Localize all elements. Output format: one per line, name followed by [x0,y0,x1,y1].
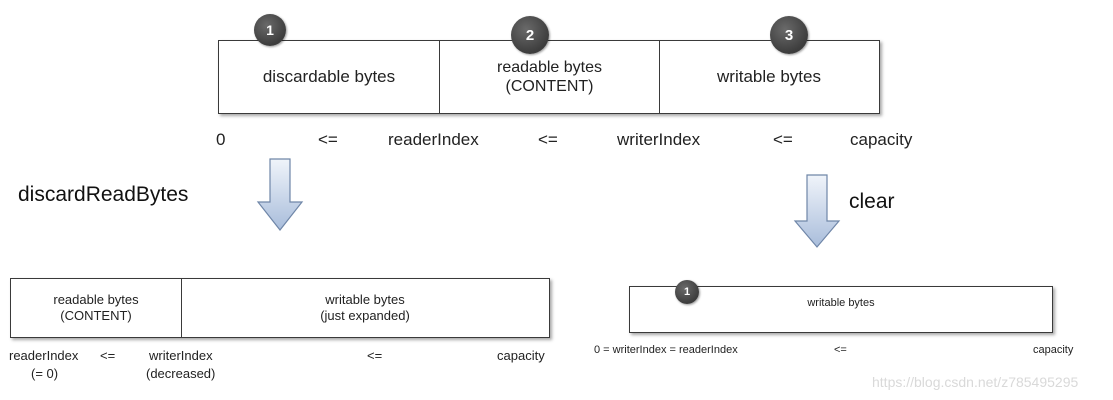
segment-readable-after-discard-sublabel: (CONTENT) [60,308,132,323]
right-index-le: <= [834,344,847,356]
left-index-reader: readerIndex [9,348,79,363]
segment-writable-after-clear-label: writable bytes [807,297,875,309]
index-le-2: <= [538,130,558,149]
segment-writable-after-discard: writable bytes (just expanded) [181,279,548,337]
left-index-reader-sub: (= 0) [31,366,59,381]
index-writer: writerIndex [617,130,701,149]
index-le-3: <= [773,130,793,149]
segment-writable: writable bytes [659,41,878,113]
segment-writable-after-clear: writable bytes [630,287,1052,332]
segment-discardable-label: discardable bytes [262,66,396,86]
segment-writable-label: writable bytes [717,66,821,86]
left-index-writer-sub: (decreased) [146,366,216,381]
left-index-capacity: capacity [497,348,545,363]
index-reader: readerIndex [388,130,479,149]
buffer-after-discard: readable bytes (CONTENT) writable bytes … [10,278,550,338]
operation-discard-read-bytes: discardReadBytes [18,183,189,206]
left-index-writer: writerIndex [149,348,213,363]
segment-writable-after-discard-label: writable bytes [325,292,405,308]
segment-readable-sublabel: (CONTENT) [505,78,594,95]
badge-2: 2 [511,16,549,54]
badge-1: 1 [254,14,286,46]
down-arrow-icon-left [256,158,304,231]
operation-clear: clear [849,190,895,213]
buffer-original: discardable bytes readable bytes (CONTEN… [218,40,880,114]
segment-writable-after-discard-sublabel: (just expanded) [320,308,410,323]
segment-discardable: discardable bytes [219,41,439,113]
segment-readable: readable bytes (CONTENT) [439,41,659,113]
segment-readable-after-discard-label: readable bytes [53,292,139,308]
left-index-le-1: <= [100,348,116,363]
badge-clear-1: 1 [675,280,699,304]
index-zero: 0 [216,130,226,149]
index-le-1: <= [318,130,338,149]
right-index-capacity: capacity [1033,344,1074,356]
segment-readable-label: readable bytes [497,58,602,76]
left-index-le-2: <= [367,348,383,363]
right-index-start: 0 = writerIndex = readerIndex [594,344,738,356]
badge-3: 3 [770,16,808,54]
index-capacity: capacity [850,130,913,149]
down-arrow-icon-right [793,174,841,248]
buffer-after-clear: writable bytes [629,286,1053,333]
watermark: https://blog.csdn.net/z785495295 [872,374,1079,390]
segment-readable-after-discard: readable bytes (CONTENT) [11,279,181,337]
